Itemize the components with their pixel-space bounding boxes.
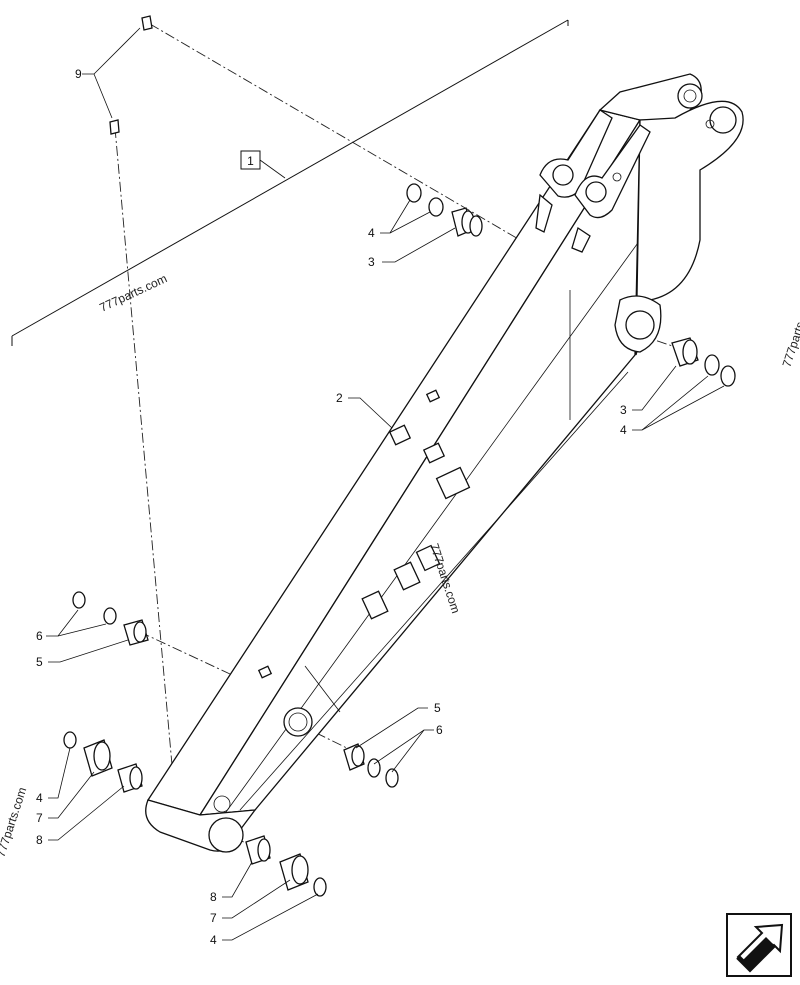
callout-7: 7 bbox=[36, 811, 43, 825]
watermark-text: 777parts.com bbox=[0, 785, 29, 858]
callout-8: 8 bbox=[210, 890, 217, 904]
callout-labels: 9 4 3 2 3 4 6 5 5 6 4 7 8 8 7 4 bbox=[36, 67, 627, 947]
watermark-text: 777parts.com bbox=[97, 271, 169, 314]
callout-3: 3 bbox=[620, 403, 627, 417]
callout-7: 7 bbox=[210, 911, 217, 925]
callout-4: 4 bbox=[210, 933, 217, 947]
callout-6: 6 bbox=[436, 723, 443, 737]
watermark-text: 777parts.com bbox=[780, 295, 800, 368]
small-parts bbox=[63, 183, 736, 897]
callout-8: 8 bbox=[36, 833, 43, 847]
leader-lines bbox=[46, 27, 725, 941]
callout-2: 2 bbox=[336, 391, 343, 405]
callout-4: 4 bbox=[368, 226, 375, 240]
callout-6: 6 bbox=[36, 629, 43, 643]
next-page-arrow-icon bbox=[736, 923, 784, 973]
assembly-bracket: 1 bbox=[11, 19, 569, 346]
callout-9: 9 bbox=[75, 67, 82, 81]
assembly-ref-label: 1 bbox=[247, 154, 254, 168]
callout-5: 5 bbox=[36, 655, 43, 669]
callout-4: 4 bbox=[36, 791, 43, 805]
next-page-button[interactable] bbox=[726, 913, 792, 977]
callout-5: 5 bbox=[434, 701, 441, 715]
callout-4: 4 bbox=[620, 423, 627, 437]
grease-fitting-part bbox=[109, 15, 153, 135]
callout-3: 3 bbox=[368, 255, 375, 269]
boom-arm bbox=[145, 73, 744, 853]
